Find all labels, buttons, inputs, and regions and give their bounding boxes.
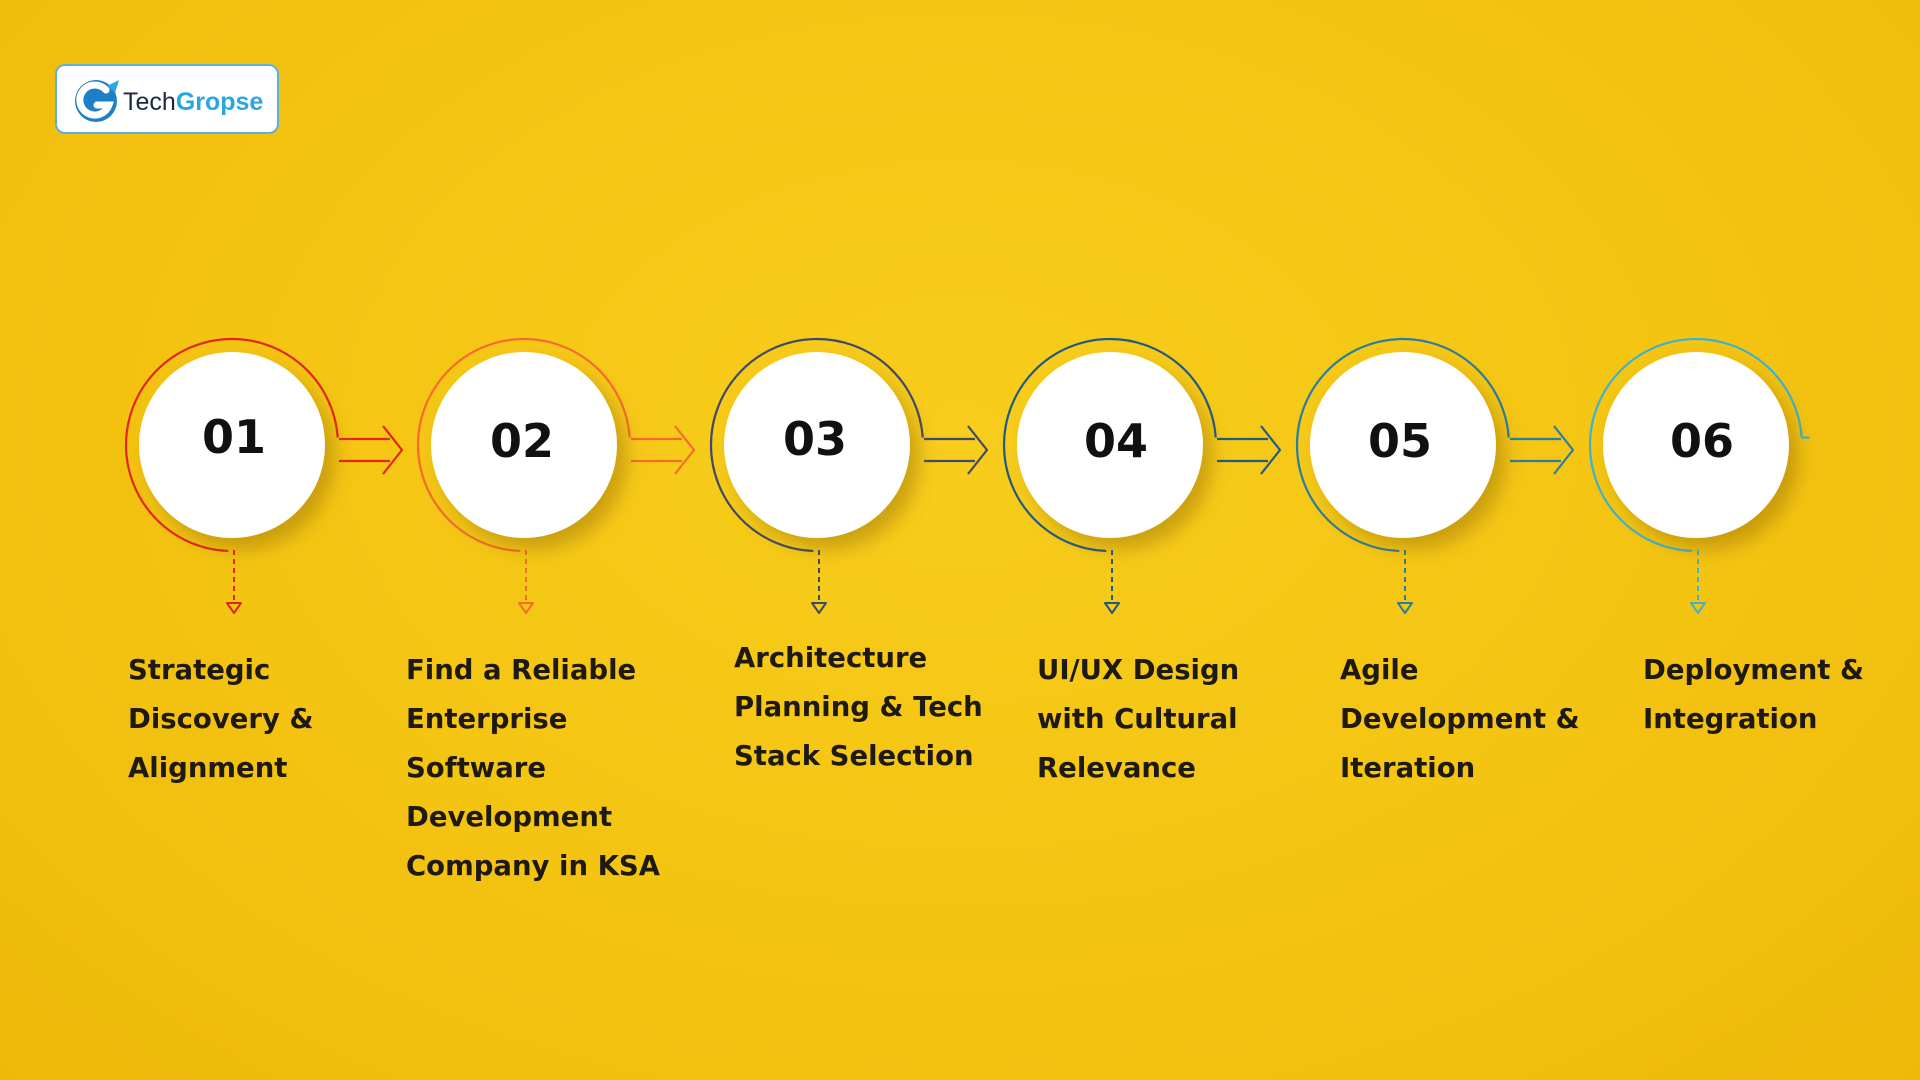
- step-number-03: 03: [783, 412, 847, 466]
- connector-arrow-03: [924, 425, 989, 475]
- connector-arrow-04: [1217, 425, 1282, 475]
- step-circle-05: [1310, 352, 1496, 538]
- connector-arrow-02: [631, 425, 696, 475]
- step-label-06: Deployment & Integration: [1643, 654, 1864, 735]
- step-ring-04: [1002, 337, 1217, 553]
- step-ring-02: [416, 337, 631, 553]
- step-ring-03: [709, 337, 924, 553]
- step-label-03: Architecture Planning & Tech Stack Selec…: [734, 642, 983, 772]
- step-circle-02: [431, 352, 617, 538]
- step-number-01: 01: [202, 410, 266, 464]
- step-circle-06: [1603, 352, 1789, 538]
- step-label-04: UI/UX Design with Cultural Relevance: [1037, 654, 1240, 784]
- step-03: 03: [709, 337, 989, 614]
- drop-pointer-01: [226, 550, 242, 614]
- step-number-04: 04: [1084, 414, 1148, 468]
- techgropse-g-logo-icon: [75, 80, 119, 122]
- step-ring-01: [124, 337, 339, 553]
- step-04: 04: [1002, 337, 1282, 614]
- step-number-02: 02: [490, 414, 554, 468]
- step-number-06: 06: [1670, 414, 1734, 468]
- connector-arrow-01: [339, 425, 404, 475]
- step-circle-01: [139, 352, 325, 538]
- step-01: 01: [124, 337, 404, 614]
- drop-pointer-05: [1397, 550, 1413, 614]
- logo-text-gropse: Gropse: [176, 88, 264, 116]
- drop-pointer-02: [518, 550, 534, 614]
- step-label-05: Agile Development & Iteration: [1340, 654, 1580, 784]
- step-circle-04: [1017, 352, 1203, 538]
- step-06: 06: [1588, 337, 1810, 614]
- step-02: 02: [416, 337, 696, 614]
- step-number-05: 05: [1368, 414, 1432, 468]
- drop-pointer-03: [811, 550, 827, 614]
- step-ring-05: [1295, 337, 1510, 553]
- logo-badge: TechGropse: [55, 64, 279, 134]
- drop-pointer-06: [1690, 550, 1706, 614]
- connector-arrow-05: [1510, 425, 1575, 475]
- step-05: 05: [1295, 337, 1575, 614]
- svg-text:TechGropse: TechGropse: [123, 88, 263, 116]
- techgropse-logo: TechGropse: [75, 80, 263, 122]
- step-circle-03: [724, 352, 910, 538]
- logo-text-tech: Tech: [123, 88, 176, 116]
- step-label-01: Strategic Discovery & Alignment: [128, 654, 314, 784]
- step-label-02: Find a Reliable Enterprise Software Deve…: [406, 654, 661, 882]
- step-ring-06: [1588, 337, 1803, 553]
- drop-pointer-04: [1104, 550, 1120, 614]
